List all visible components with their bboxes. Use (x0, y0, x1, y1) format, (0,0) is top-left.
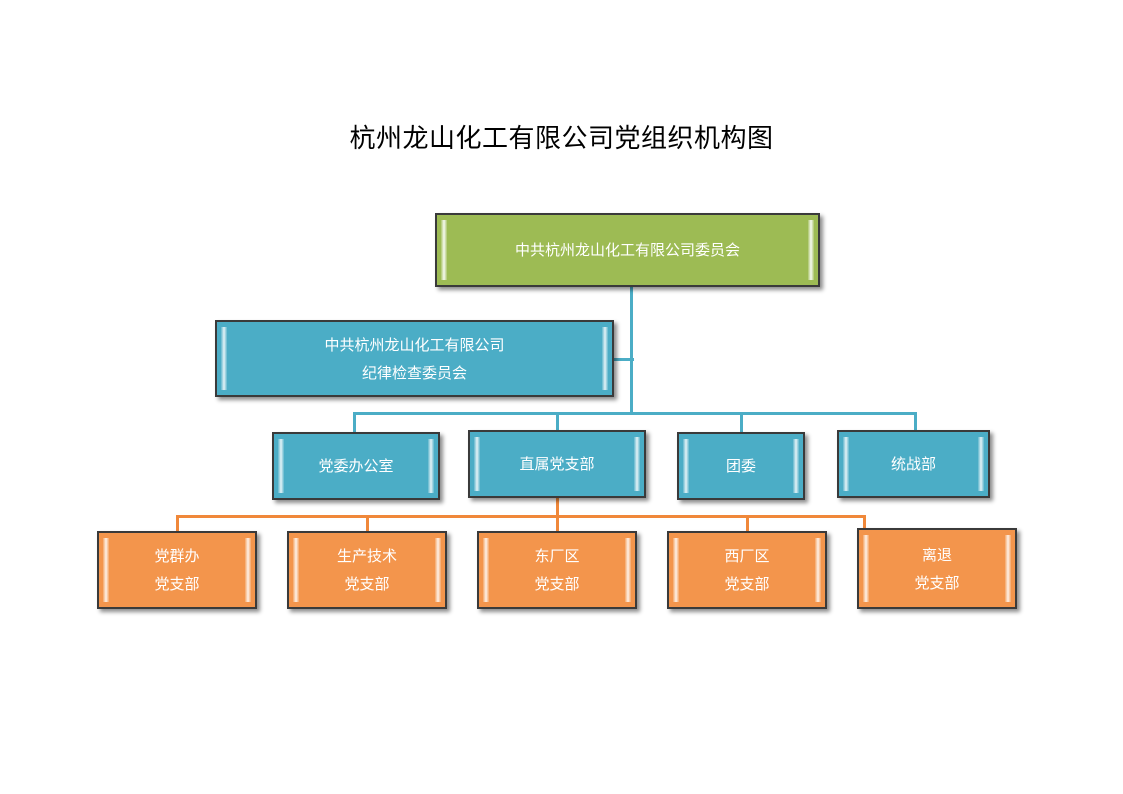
node-branch-east-plant-line2: 党支部 (534, 575, 580, 593)
node-discipline-committee-line2: 纪律检查委员会 (361, 363, 467, 382)
node-party-committee-office[interactable]: 党委办公室 (272, 432, 440, 500)
connector-drop-branch-1 (176, 515, 179, 531)
node-branch-west-plant[interactable]: 西厂区 党支部 (667, 531, 827, 609)
node-united-front-department[interactable]: 统战部 (837, 430, 990, 498)
node-united-front-department-label: 统战部 (890, 455, 936, 473)
connector-drop-branch-4 (746, 515, 749, 531)
node-branch-production-technology-line2: 党支部 (344, 575, 390, 593)
node-party-committee-label: 中共杭州龙山化工有限公司委员会 (514, 241, 740, 259)
connector-drop-branch-5 (863, 515, 866, 531)
node-youth-league-committee[interactable]: 团委 (677, 432, 805, 500)
node-discipline-committee-line1: 中共杭州龙山化工有限公司 (324, 335, 505, 354)
node-direct-party-branch[interactable]: 直属党支部 (468, 430, 646, 498)
connector-drop-branch-3 (556, 515, 559, 531)
connector-drop-dept-4 (914, 412, 917, 432)
node-youth-league-committee-label: 团委 (725, 457, 756, 475)
connector-root-trunk (630, 287, 633, 415)
connector-branch-trunk (556, 498, 559, 517)
connector-branch-bus (176, 515, 866, 518)
node-direct-party-branch-label: 直属党支部 (519, 455, 595, 473)
connector-drop-dept-1 (353, 412, 356, 434)
node-branch-party-mass-office-line1: 党群办 (154, 547, 200, 565)
connector-drop-dept-3 (740, 412, 743, 434)
node-branch-west-plant-line1: 西厂区 (724, 547, 770, 565)
node-discipline-committee[interactable]: 中共杭州龙山化工有限公司 纪律检查委员会 (215, 320, 614, 397)
node-branch-production-technology[interactable]: 生产技术 党支部 (287, 531, 447, 609)
node-branch-east-plant[interactable]: 东厂区 党支部 (477, 531, 637, 609)
node-branch-retired-line1: 离退 (921, 545, 952, 564)
connector-department-bus (353, 412, 917, 415)
node-party-committee-office-label: 党委办公室 (318, 457, 394, 475)
node-branch-party-mass-office[interactable]: 党群办 党支部 (97, 531, 257, 609)
node-branch-retired[interactable]: 离退 党支部 (857, 528, 1017, 609)
node-branch-west-plant-line2: 党支部 (724, 575, 770, 593)
node-branch-retired-line2: 党支部 (914, 573, 960, 592)
node-branch-production-technology-line1: 生产技术 (336, 547, 397, 565)
page-title: 杭州龙山化工有限公司党组织机构图 (349, 124, 774, 154)
node-party-committee[interactable]: 中共杭州龙山化工有限公司委员会 (435, 213, 820, 287)
connector-drop-dept-2 (556, 412, 559, 432)
node-branch-east-plant-line1: 东厂区 (534, 547, 580, 565)
node-branch-party-mass-office-line2: 党支部 (154, 575, 200, 593)
connector-drop-branch-2 (366, 515, 369, 531)
connector-discipline-stub (612, 358, 634, 361)
